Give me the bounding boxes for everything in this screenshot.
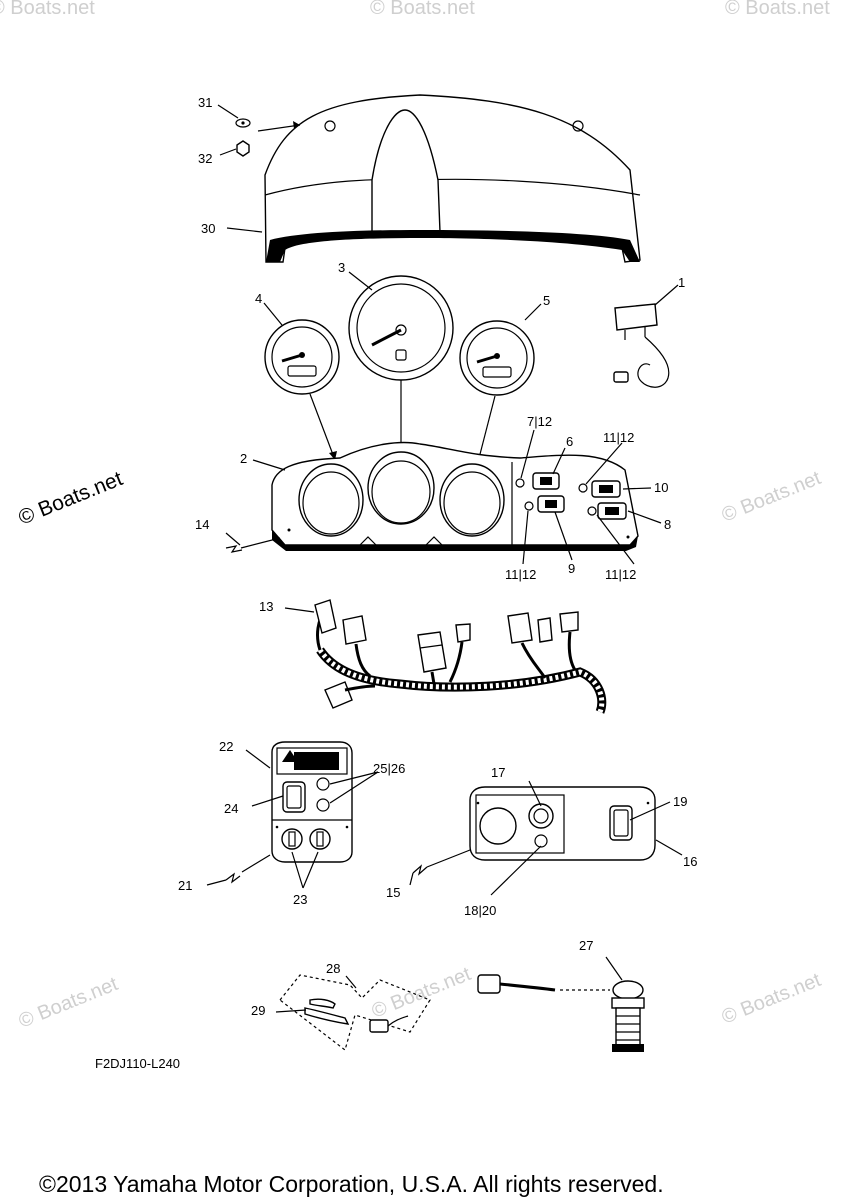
callout-4: 4 — [255, 291, 262, 306]
watermark-bottom-center: © Boats.net — [369, 963, 475, 1023]
callout-2: 2 — [240, 451, 247, 466]
callout-9: 9 — [568, 561, 575, 576]
watermark-right: © Boats.net — [719, 467, 825, 527]
callout-19: 19 — [673, 794, 687, 809]
part-1-buzzer — [613, 303, 670, 388]
callout-6: 6 — [566, 434, 573, 449]
callout-17: 17 — [491, 765, 505, 780]
watermark-bottom-right: © Boats.net — [719, 969, 825, 1029]
callout-1: 1 — [678, 275, 685, 290]
part-16-accessory-panel — [469, 786, 656, 861]
callout-13: 13 — [259, 599, 273, 614]
callout-3: 3 — [338, 260, 345, 275]
callout-22: 22 — [219, 739, 233, 754]
part-30-dash-cover — [257, 94, 641, 263]
part-13-harness — [314, 599, 607, 714]
part-21-screw — [225, 872, 241, 884]
watermark-top-right: © Boats.net — [725, 0, 830, 19]
watermark-top-left: © Boats.net — [0, 0, 95, 19]
callout-31: 31 — [198, 95, 212, 110]
callout-23: 23 — [293, 892, 307, 907]
callout-24: 24 — [224, 801, 238, 816]
part-5-gauge-right — [459, 320, 535, 396]
part-31-washer — [235, 118, 251, 128]
copyright-notice: ©2013 Yamaha Motor Corporation, U.S.A. A… — [39, 1171, 664, 1197]
callout-25-26: 25|26 — [373, 761, 405, 776]
part-32-nut — [236, 140, 250, 157]
callout-labels: 1 2 3 4 5 6 7|12 8 9 10 11|12 11|12 11|1… — [178, 95, 697, 1018]
callout-32: 32 — [198, 151, 212, 166]
callout-11-12-c: 11|12 — [605, 567, 636, 582]
part-2-dash-panel — [271, 441, 639, 551]
callout-30: 30 — [201, 221, 215, 236]
part-28-kit — [279, 974, 431, 1052]
callout-18-20: 18|20 — [464, 903, 496, 918]
callout-7-12: 7|12 — [527, 414, 552, 429]
part-27-sender — [477, 974, 645, 1052]
callout-5: 5 — [543, 293, 550, 308]
callout-11-12-b: 11|12 — [505, 567, 536, 582]
part-14-screw — [225, 545, 243, 553]
callout-10: 10 — [654, 480, 668, 495]
part-22-switch-panel — [271, 741, 353, 863]
watermark-top-center: © Boats.net — [370, 0, 475, 19]
watermark-left-dark: © Boats.net — [15, 467, 126, 530]
callout-15: 15 — [386, 885, 400, 900]
leader-lines — [206, 104, 683, 1013]
callout-27: 27 — [579, 938, 593, 953]
callout-14: 14 — [195, 517, 209, 532]
callout-21: 21 — [178, 878, 192, 893]
callout-28: 28 — [326, 961, 340, 976]
callout-11-12-a: 11|12 — [603, 430, 634, 445]
callout-29: 29 — [251, 1003, 265, 1018]
watermark-bottom-left: © Boats.net — [16, 973, 122, 1033]
part-4-gauge-left — [264, 319, 340, 395]
callout-16: 16 — [683, 854, 697, 869]
part-15-screw — [412, 864, 428, 876]
drawing-code: F2DJ110-L240 — [95, 1056, 180, 1071]
callout-8: 8 — [664, 517, 671, 532]
part-3-gauge-center — [348, 275, 454, 381]
